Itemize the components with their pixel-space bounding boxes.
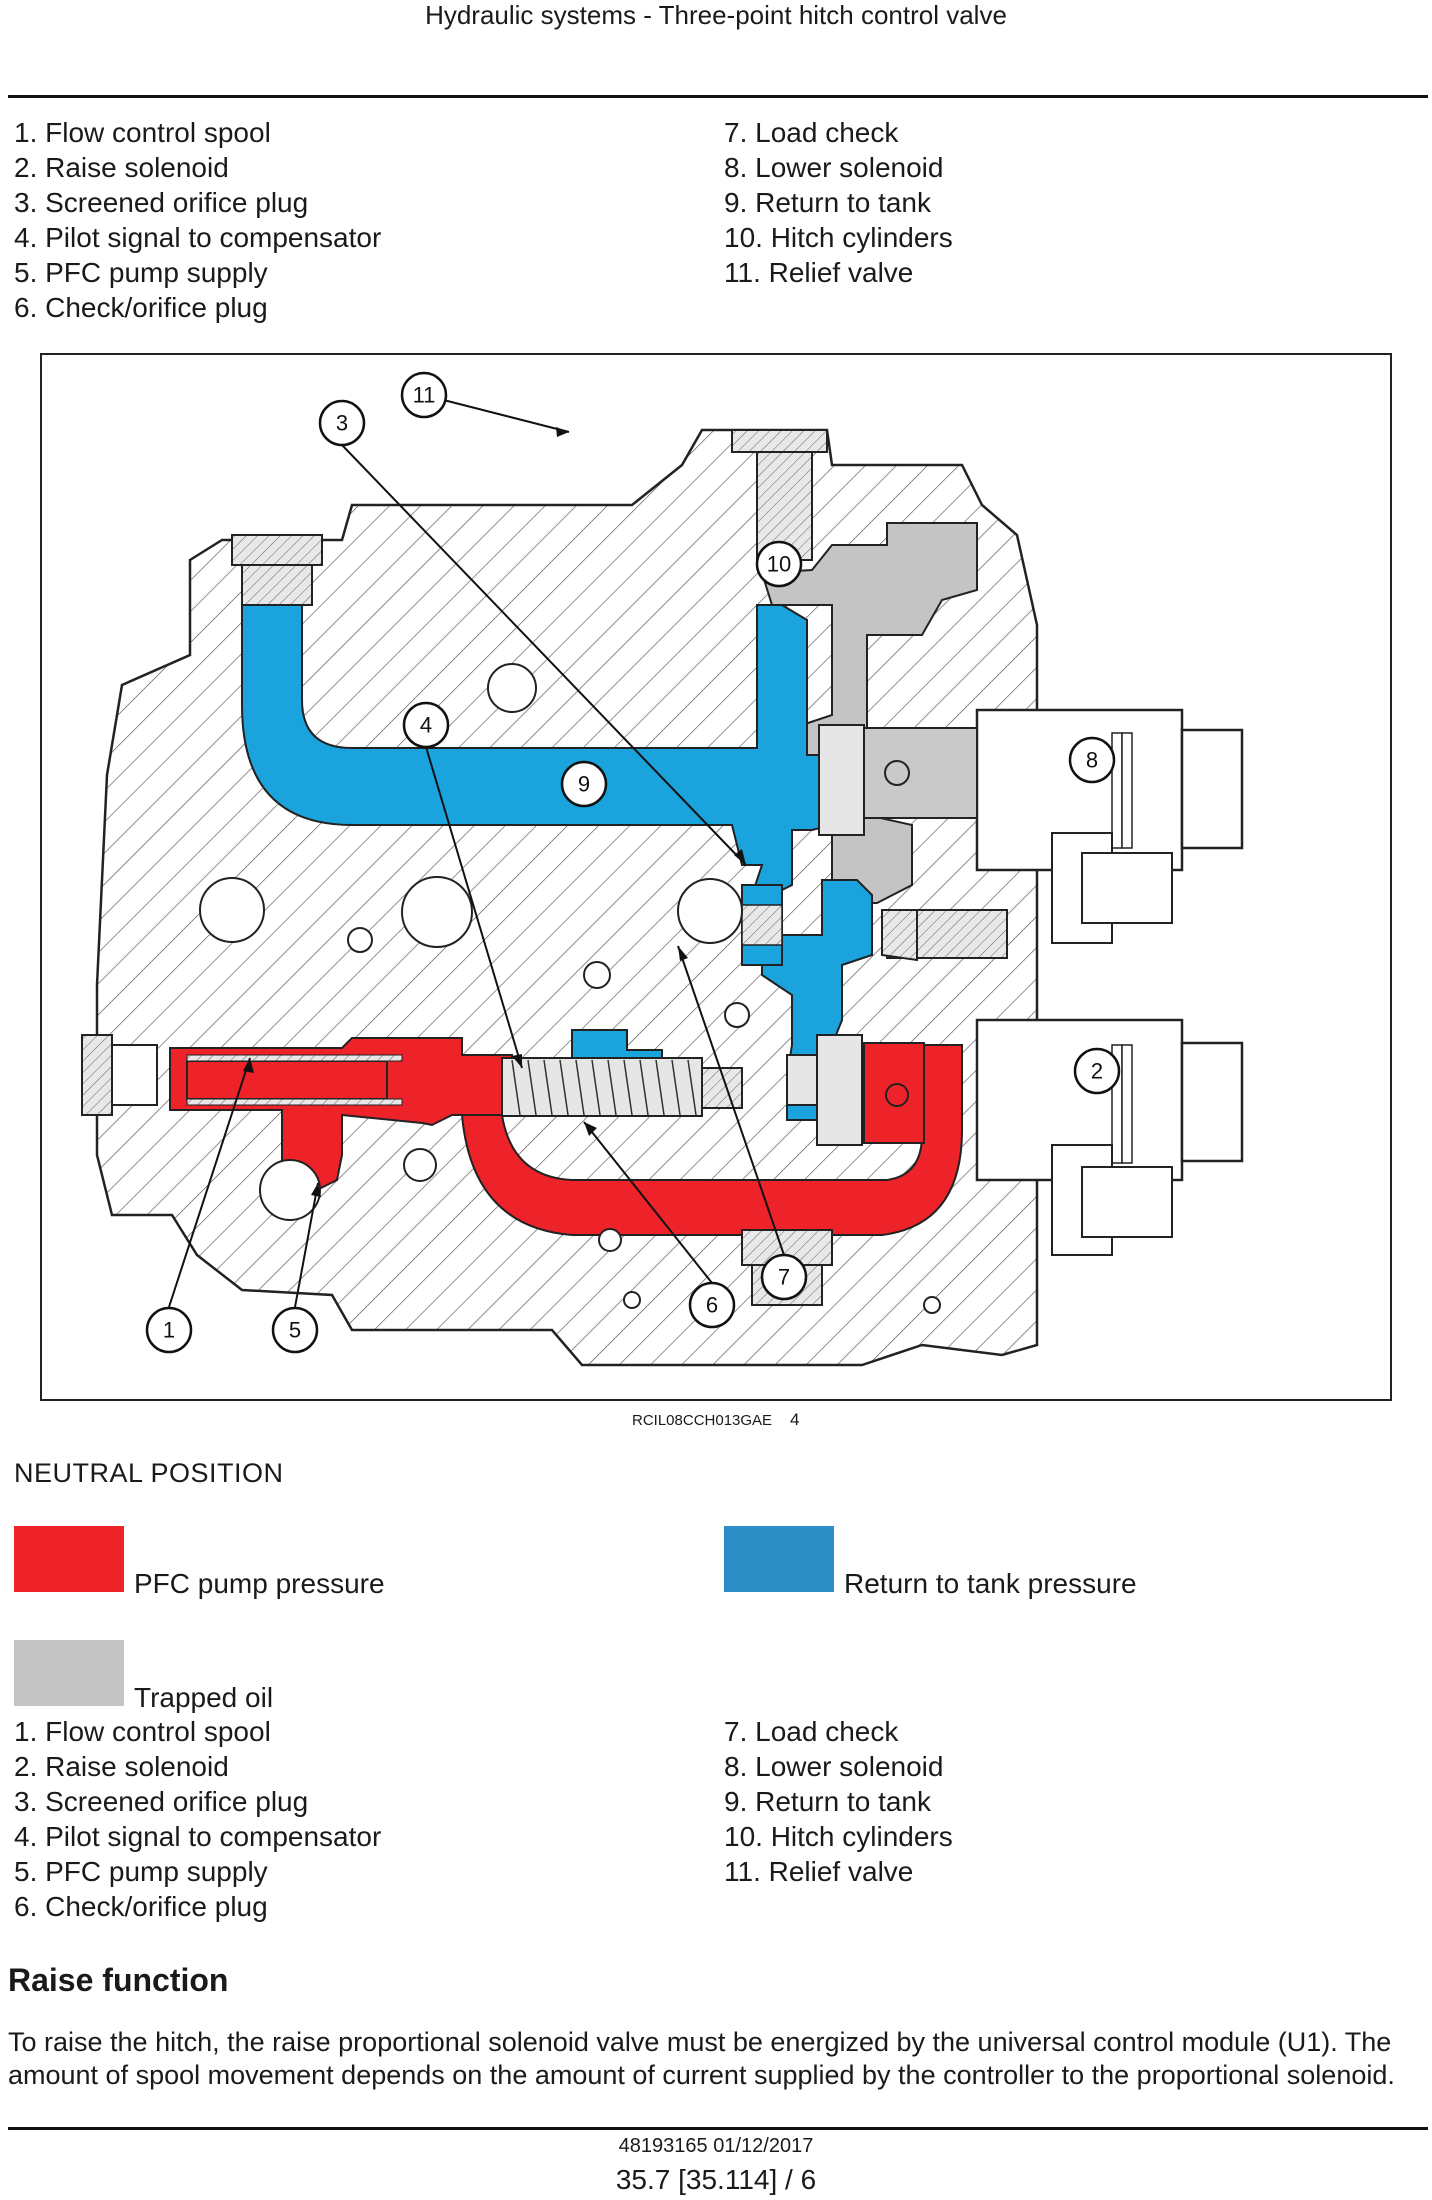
legend-item: 4. Pilot signal to compensator — [14, 1821, 382, 1852]
svg-text:6: 6 — [706, 1293, 718, 1318]
legend-item: 9. Return to tank — [724, 1786, 932, 1817]
header-rule — [8, 95, 1428, 98]
legend-item: 5. PFC pump supply — [14, 1856, 268, 1887]
raise-solenoid-housing — [975, 1018, 1244, 1256]
callout-2: 2 — [1073, 1047, 1121, 1095]
swatch-label: PFC pump pressure — [134, 1568, 385, 1599]
legend-item: 1. Flow control spool — [14, 1716, 271, 1747]
footer-page-number: 35.7 [35.114] / 6 — [615, 2164, 817, 2195]
page-header-title: Hydraulic systems - Three-point hitch co… — [425, 0, 1007, 30]
swatch-trapped-oil — [14, 1640, 124, 1706]
legend-item: 6. Check/orifice plug — [14, 1891, 268, 1922]
svg-text:9: 9 — [578, 772, 590, 797]
legend-top-right: 7. Load check 8. Lower solenoid 9. Retur… — [724, 115, 953, 290]
valve-cross-section-diagram: 1 2 3 4 5 6 7 8 9 10 11 — [81, 371, 1244, 1367]
body-paragraph: To raise the hitch, the raise proportion… — [8, 2027, 1395, 2090]
legend-item: 3. Screened orifice plug — [14, 1786, 309, 1817]
figure-code: RCIL08CCH013GAE — [632, 1412, 773, 1429]
legend-item: 7. Load check — [724, 117, 899, 148]
callout-7: 7 — [760, 1253, 808, 1301]
swatch-label: Return to tank pressure — [844, 1568, 1137, 1599]
legend-item: 8. Lower solenoid — [724, 1751, 944, 1782]
callout-1: 1 — [145, 1306, 193, 1354]
callout-6: 6 — [688, 1281, 736, 1329]
callout-5: 5 — [271, 1306, 319, 1354]
svg-text:5: 5 — [289, 1318, 301, 1343]
legend-bottom-left: 1. Flow control spool 2. Raise solenoid … — [14, 1714, 381, 1924]
figure-number: 4 — [790, 1410, 800, 1429]
legend-item: 5. PFC pump supply — [14, 257, 268, 288]
flow-control-spool — [186, 1060, 388, 1100]
compensator-spring — [501, 1057, 703, 1117]
swatch-label: Trapped oil — [134, 1682, 274, 1713]
footer-rule — [8, 2127, 1428, 2130]
legend-item: 11. Relief valve — [724, 257, 914, 288]
footer-doc-id: 48193165 01/12/2017 — [618, 2135, 814, 2157]
section-heading: Raise function — [8, 1962, 229, 1998]
svg-text:1: 1 — [163, 1318, 175, 1343]
svg-text:8: 8 — [1086, 748, 1098, 773]
svg-text:7: 7 — [778, 1265, 790, 1290]
swatch-pfc-pump-pressure — [14, 1526, 124, 1592]
callout-4: 4 — [402, 701, 450, 749]
legend-top-left: 1. Flow control spool 2. Raise solenoid … — [14, 115, 381, 325]
section-label: NEUTRAL POSITION — [14, 1458, 284, 1488]
legend-item: 6. Check/orifice plug — [14, 292, 268, 323]
legend-item: 2. Raise solenoid — [14, 1751, 229, 1782]
svg-text:11: 11 — [413, 383, 436, 408]
legend-item: 11. Relief valve — [724, 1856, 914, 1887]
callout-9: 9 — [560, 760, 608, 808]
legend-item: 9. Return to tank — [724, 187, 932, 218]
legend-item: 1. Flow control spool — [14, 117, 271, 148]
svg-text:10: 10 — [767, 552, 791, 577]
legend-item: 7. Load check — [724, 1716, 899, 1747]
legend-item: 3. Screened orifice plug — [14, 187, 309, 218]
valve-diagram-frame: 1 2 3 4 5 6 7 8 9 10 11 — [40, 353, 1392, 1401]
legend-item: 2. Raise solenoid — [14, 152, 229, 183]
svg-text:3: 3 — [336, 411, 348, 436]
legend-bottom-right: 7. Load check 8. Lower solenoid 9. Retur… — [724, 1714, 953, 1889]
legend-item: 4. Pilot signal to compensator — [14, 222, 382, 253]
callout-8: 8 — [1068, 736, 1116, 784]
lower-solenoid-housing — [975, 708, 1244, 944]
legend-item: 10. Hitch cylinders — [724, 222, 953, 253]
callout-11: 11 — [400, 371, 448, 419]
svg-text:4: 4 — [420, 713, 432, 738]
swatch-return-to-tank — [724, 1526, 834, 1592]
legend-item: 10. Hitch cylinders — [724, 1821, 953, 1852]
svg-text:2: 2 — [1091, 1059, 1103, 1084]
callout-3: 3 — [318, 399, 366, 447]
legend-item: 8. Lower solenoid — [724, 152, 944, 183]
callout-10: 10 — [755, 540, 803, 588]
